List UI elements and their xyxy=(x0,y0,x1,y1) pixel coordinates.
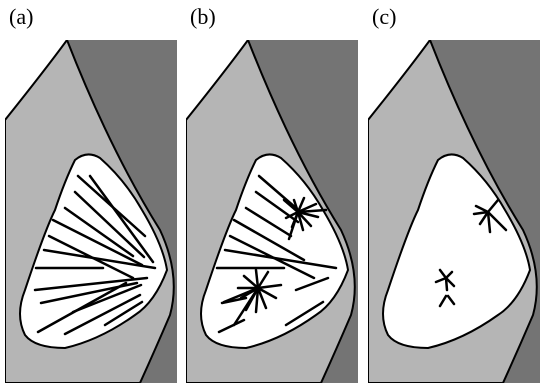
panel-c-diagram xyxy=(368,40,540,383)
panel-c-label: (c) xyxy=(372,5,396,29)
panel-b: (b) xyxy=(186,0,358,383)
panel-b-label: (b) xyxy=(190,5,216,29)
panel-a-diagram xyxy=(5,40,177,383)
panel-a: (a) xyxy=(5,0,177,383)
panel-a-label: (a) xyxy=(9,5,33,29)
panel-b-diagram xyxy=(186,40,358,383)
panel-c: (c) xyxy=(368,0,540,383)
